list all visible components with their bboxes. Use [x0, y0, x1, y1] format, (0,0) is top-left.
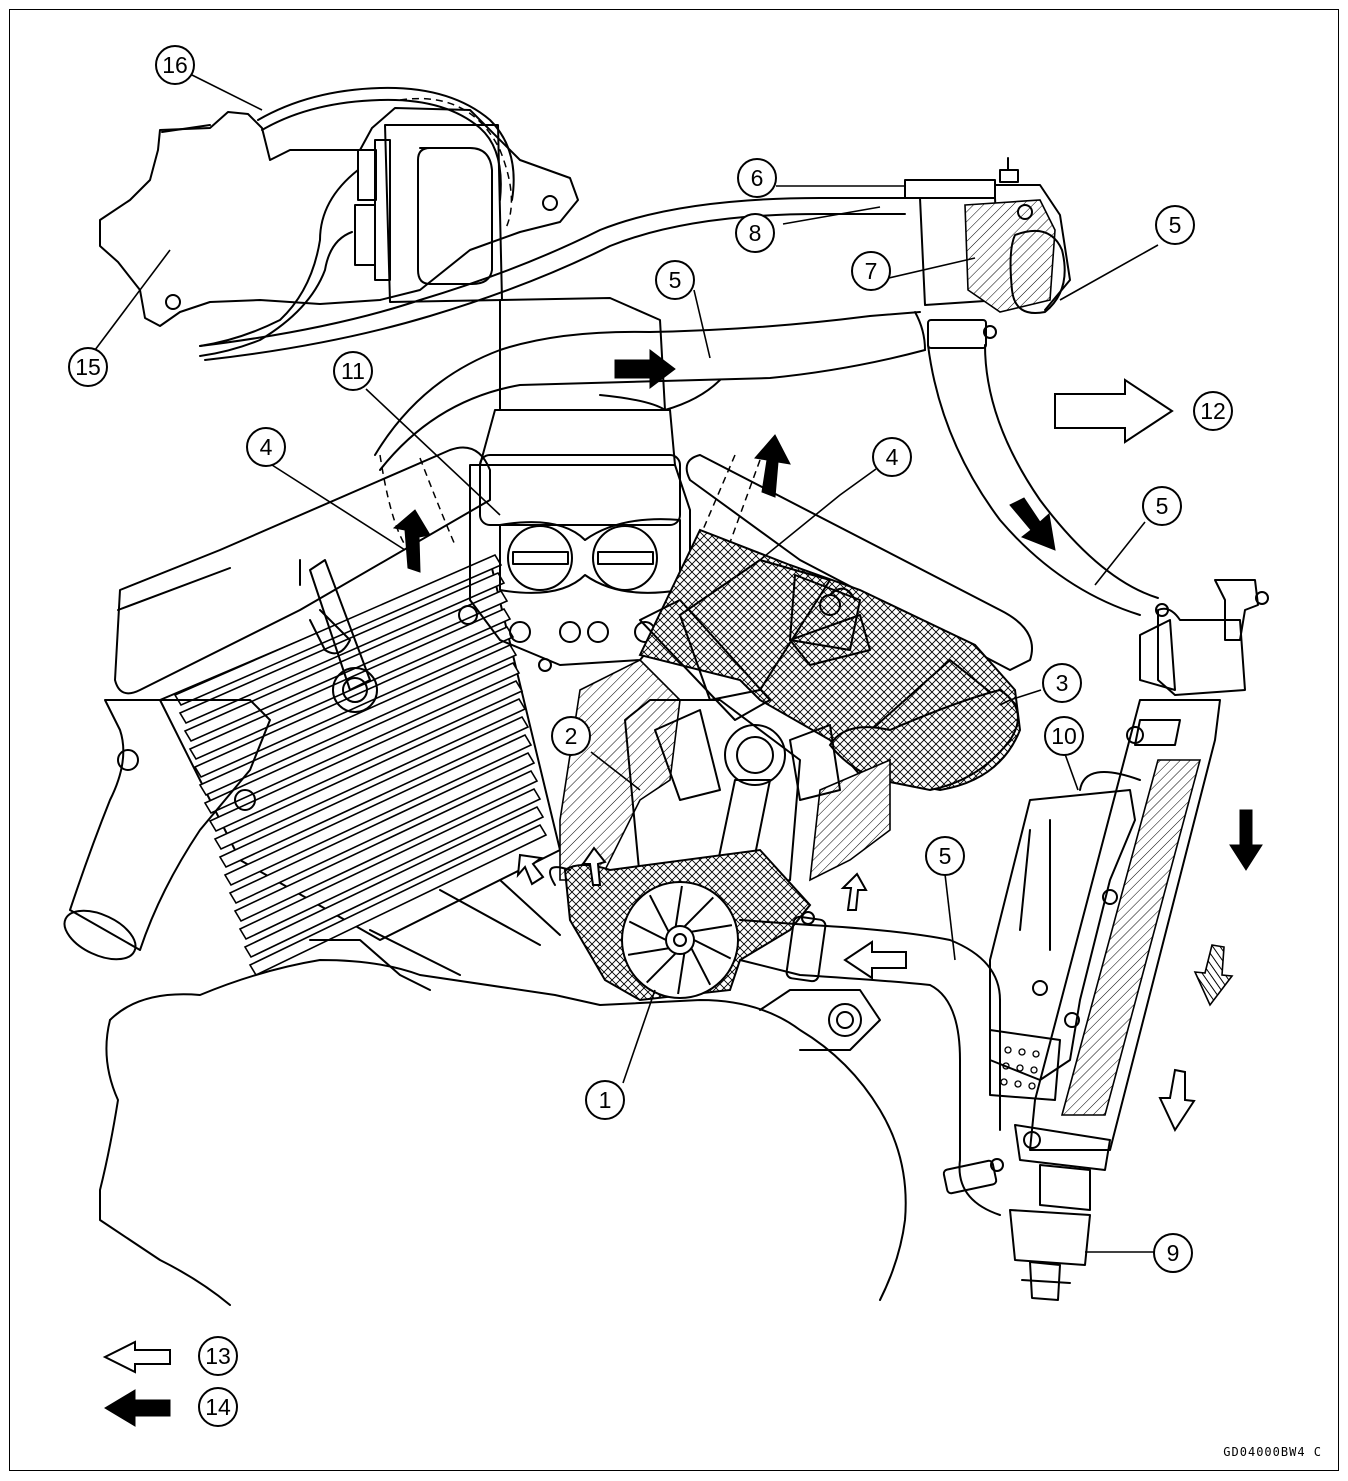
callout-4-front: 4: [872, 437, 912, 477]
callout-16: 16: [155, 45, 195, 85]
callout-8: 8: [735, 213, 775, 253]
impeller-vane: [628, 920, 667, 941]
callout-15-label: 15: [75, 354, 101, 380]
rear-cylinder-fins: [159, 553, 561, 977]
impeller-vane: [648, 894, 670, 933]
callout-4-rear: 4: [246, 427, 286, 467]
hot-coolant-arrow: [1009, 497, 1056, 551]
hot-coolant-arrow: [754, 434, 791, 498]
radiator-cap-assembly: [904, 157, 1071, 314]
cylinder-fin: [178, 571, 506, 725]
water-pump: [549, 848, 812, 1002]
radiator-fan-shroud: [989, 771, 1141, 1101]
callout-1: 1: [585, 1080, 625, 1120]
callout-10: 10: [1044, 716, 1084, 756]
flow-arrows: [392, 348, 1263, 1133]
callout-16-label: 16: [162, 52, 188, 78]
cylinder-fin: [203, 661, 521, 815]
cylinder-fin: [208, 679, 524, 833]
impeller-vane: [677, 953, 686, 995]
cool-coolant-arrow: [840, 872, 868, 911]
hot-coolant-arrow: [392, 509, 431, 573]
callout-14: 14: [198, 1387, 238, 1427]
impeller-vane: [646, 952, 677, 984]
cool-coolant-arrow: [516, 853, 545, 886]
callout-5-upper-hose-label: 5: [669, 267, 682, 293]
callout-7: 7: [851, 251, 891, 291]
cylinder-fin: [243, 805, 545, 959]
callout-11: 11: [333, 351, 373, 391]
reserve-tank-hose: [199, 86, 515, 357]
callout-5-radiator-inlet-label: 5: [1156, 493, 1169, 519]
callout-4-rear-label: 4: [260, 434, 273, 460]
cool-coolant-arrow: [1158, 1068, 1196, 1133]
callout-5-cap-hose: 5: [1155, 205, 1195, 245]
forward-direction-arrow: [1054, 378, 1174, 444]
cylinder-fin: [183, 589, 509, 743]
callout-5-lower-hose-label: 5: [939, 843, 952, 869]
callout-1-label: 1: [599, 1087, 612, 1113]
crankcase-outline: [99, 879, 907, 1306]
callout-6: 6: [737, 158, 777, 198]
cylinder-fin: [238, 787, 542, 941]
legend: [102, 1340, 171, 1427]
callout-14-label: 14: [205, 1394, 231, 1420]
front-cylinder-cutaway: [559, 528, 1022, 906]
callout-5-upper-hose: 5: [655, 260, 695, 300]
callout-6-label: 6: [751, 165, 764, 191]
cylinder-fin: [248, 823, 548, 977]
callout-8-label: 8: [749, 220, 762, 246]
callout-10-label: 10: [1051, 723, 1077, 749]
leader-lines: [94, 72, 1159, 1253]
callout-3: 3: [1042, 663, 1082, 703]
rear-cylinder-head: [114, 446, 491, 695]
impeller-vane: [693, 939, 732, 960]
cylinder-fin: [228, 751, 536, 905]
cooling-air-arrow: [1193, 944, 1234, 1007]
impeller-vane: [683, 896, 714, 928]
cool-coolant-arrow: [581, 846, 607, 886]
water-pump-impeller: [627, 885, 733, 995]
callout-15: 15: [68, 347, 108, 387]
callout-5-radiator-inlet: 5: [1142, 486, 1182, 526]
hot-coolant-arrow: [614, 348, 676, 390]
callout-2-label: 2: [565, 723, 578, 749]
figure-code: GD04000BW4 C: [1223, 1445, 1322, 1459]
hot-coolant-arrow: [1229, 809, 1263, 871]
cylinder-fin: [233, 769, 539, 923]
callout-11-label: 11: [341, 358, 365, 384]
callout-9-label: 9: [1167, 1240, 1180, 1266]
cylinder-fin: [213, 697, 527, 851]
cylinder-fin: [223, 733, 533, 887]
callout-13-label: 13: [205, 1343, 231, 1369]
callout-2: 2: [551, 716, 591, 756]
impeller-vane: [690, 947, 712, 986]
callout-5-lower-hose: 5: [925, 836, 965, 876]
impeller-vane: [691, 924, 733, 933]
exhaust-pipe: [63, 699, 271, 961]
reserve-tank-bracket: [99, 107, 579, 327]
cool-coolant-arrow: [843, 940, 907, 980]
cylinder-fin: [198, 643, 518, 797]
legend-cool-coolant-arrow: [102, 1340, 171, 1374]
radiator: [1029, 579, 1269, 1151]
legend-hot-coolant-arrow: [104, 1389, 171, 1427]
shroud-vent-holes: [1000, 1046, 1040, 1090]
callout-12-label: 12: [1200, 398, 1226, 424]
callout-7-label: 7: [865, 258, 878, 284]
callout-9: 9: [1153, 1233, 1193, 1273]
upper-radiator-hose: [374, 311, 1159, 616]
impeller-vane: [674, 885, 683, 927]
cylinder-fin: [218, 715, 530, 869]
impeller-vane: [627, 947, 669, 956]
callout-13: 13: [198, 1336, 238, 1376]
fan-switch: [1009, 1124, 1111, 1301]
callout-12: 12: [1193, 391, 1233, 431]
fill-hose: [199, 197, 906, 361]
callout-4-front-label: 4: [886, 444, 899, 470]
callout-5-cap-hose-label: 5: [1169, 212, 1182, 238]
callout-3-label: 3: [1056, 670, 1069, 696]
callout-layer: 1 2 3 4 4 5 5 5 5 6 7 8 9 10 11 12 13 14…: [68, 45, 1233, 1427]
